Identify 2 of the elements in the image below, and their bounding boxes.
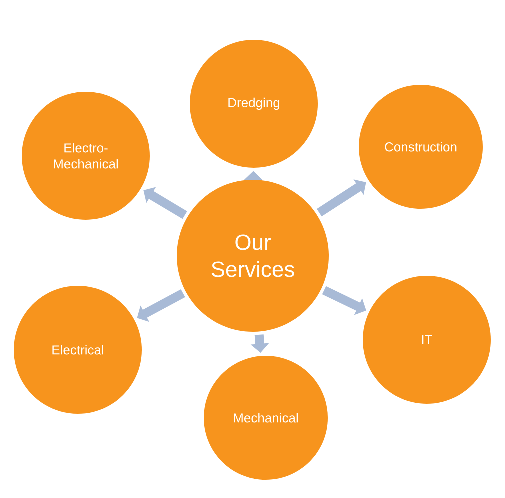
arrow [317,180,366,217]
arrow [137,290,186,322]
